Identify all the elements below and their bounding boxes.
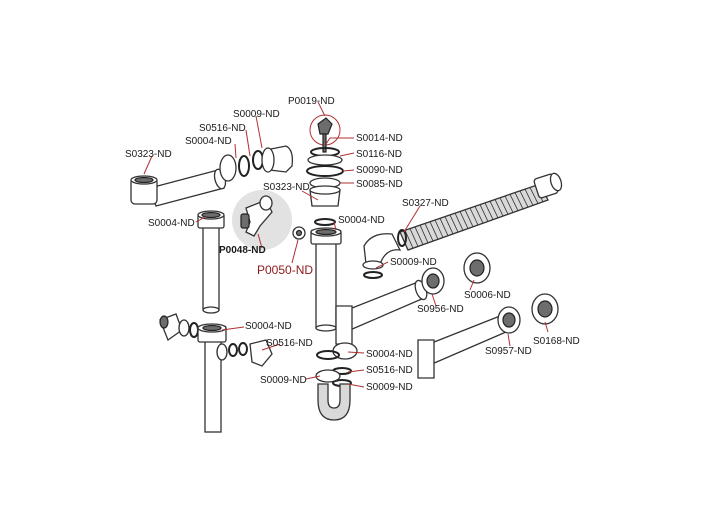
right-lower-pipe (417, 306, 521, 379)
left-horizontal-pipe (130, 168, 227, 207)
right-upper-pipe (335, 267, 445, 345)
label-s0009-mid: S0009-ND (390, 257, 437, 268)
label-s0006: S0006-ND (464, 290, 511, 301)
label-s0004-low2: S0004-ND (366, 349, 413, 360)
label-p0050: P0050-ND (257, 263, 314, 277)
central-vertical-pipe (310, 227, 342, 332)
label-s0516-low: S0516-ND (266, 338, 313, 349)
label-s0116: S0116-ND (356, 149, 402, 160)
label-p0019: P0019-ND (288, 96, 335, 107)
label-s0168: S0168-ND (533, 336, 580, 347)
label-s0323-left: S0323-ND (125, 149, 172, 160)
p0050-fitting (292, 226, 306, 240)
label-s0090: S0090-ND (356, 165, 403, 176)
label-s0323-mid: S0323-ND (263, 182, 310, 193)
standalone-nuts (463, 252, 559, 325)
label-s0004-mid: S0004-ND (338, 215, 385, 226)
label-s0004-top: S0004-ND (185, 136, 232, 147)
bottom-trap (315, 342, 358, 421)
label-s0009-top: S0009-ND (233, 109, 280, 120)
label-s0516-low2: S0516-ND (366, 365, 413, 376)
upper-nut-set (219, 145, 294, 182)
left-vertical-pipe (197, 210, 225, 314)
central-stack (306, 114, 344, 226)
label-s0014: S0014-ND (356, 133, 403, 144)
label-s0516-top: S0516-ND (199, 123, 246, 134)
label-s0957: S0957-ND (485, 346, 532, 357)
p0048-fitting (232, 190, 292, 250)
label-s0009-low2: S0009-ND (366, 382, 413, 393)
label-s0009-low: S0009-ND (260, 375, 307, 386)
label-s0956: S0956-ND (417, 304, 464, 315)
label-s0004-low: S0004-ND (245, 321, 292, 332)
label-p0048: P0048-ND (219, 245, 266, 256)
lower-left-assembly (159, 313, 273, 433)
label-s0085: S0085-ND (356, 179, 403, 190)
label-s0004-left: S0004-ND (148, 218, 195, 229)
leader-lines (143, 101, 549, 388)
label-s0327: S0327-ND (402, 198, 449, 209)
